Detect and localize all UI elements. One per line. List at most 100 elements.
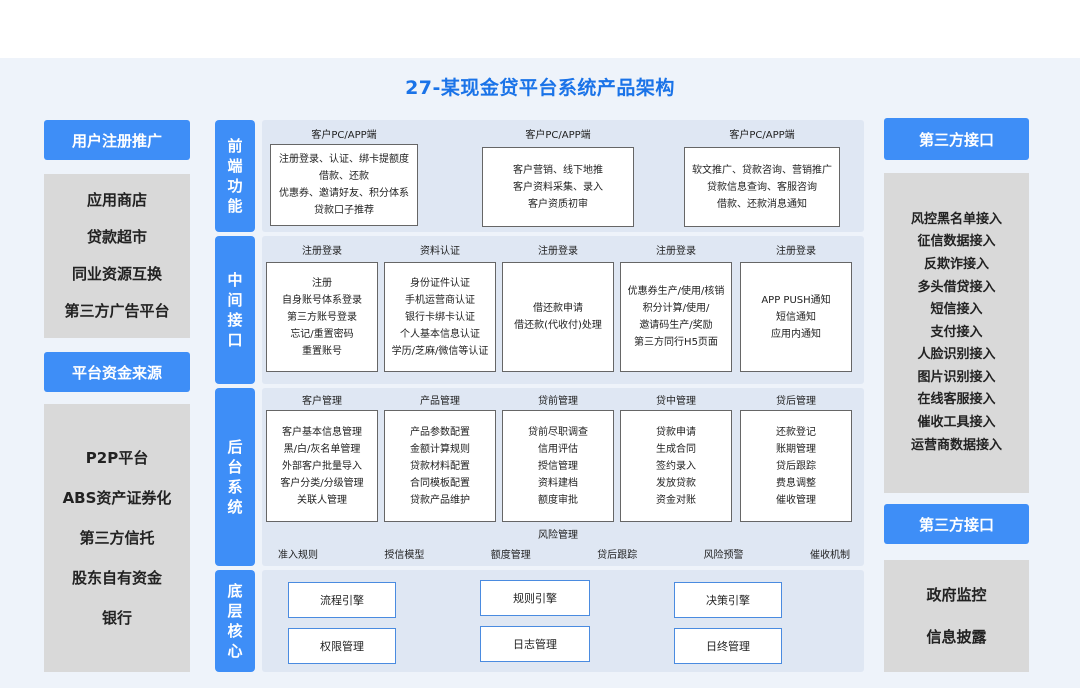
middle-col-box: 注册 自身账号体系登录 第三方账号登录 忘记/重置密码 重置账号 — [266, 262, 378, 372]
box-line: 签约录入 — [656, 460, 696, 472]
box-line: 授信管理 — [538, 460, 578, 472]
list-item: 图片识别接入 — [917, 369, 996, 385]
front-col-title: 客户PC/APP端 — [525, 130, 591, 141]
box-line: 黑/白/灰名单管理 — [283, 443, 361, 455]
box-line: 发放贷款 — [656, 477, 696, 489]
list-item: 政府监控 — [926, 586, 987, 604]
list-item: 运营商数据接入 — [910, 437, 1002, 453]
middle-layer-label: 中 间 接 口 — [215, 236, 255, 384]
backend-col-title: 贷中管理 — [656, 396, 696, 407]
middle-col-title: 注册登录 — [538, 246, 578, 257]
box-line: 贷款材料配置 — [410, 460, 470, 472]
box-line: 生成合同 — [656, 443, 696, 455]
box-line: 借款、还款 — [319, 171, 369, 182]
box-line: 产品参数配置 — [410, 426, 470, 438]
risk-item: 准入规则 — [278, 550, 318, 561]
label-char: 间 — [227, 291, 243, 309]
box-line: 关联人管理 — [297, 494, 347, 506]
backend-col-box: 产品参数配置 金额计算规则 贷款材料配置 合同模板配置 贷款产品维护 — [384, 410, 496, 522]
regulation-list: 政府监控 信息披露 — [884, 560, 1029, 672]
list-item: 支付接入 — [930, 324, 983, 340]
list-item: 征信数据接入 — [917, 234, 996, 250]
risk-item: 催收机制 — [809, 550, 850, 561]
box-line: 账期管理 — [776, 443, 816, 455]
core-layer-label: 底 层 核 心 — [215, 570, 255, 672]
backend-layer-label: 后 台 系 统 — [215, 388, 255, 566]
box-line: 优惠券生产/使用/核销 — [627, 286, 725, 297]
box-line: 第三方账号登录 — [287, 311, 357, 323]
box-line: 金额计算规则 — [410, 443, 470, 455]
backend-col-title: 贷前管理 — [538, 396, 578, 407]
list-item: 同业资源互换 — [71, 265, 162, 283]
risk-item: 额度管理 — [490, 550, 531, 561]
box-line: 优惠券、邀请好友、积分体系 — [279, 188, 409, 199]
box-line: 借还款申请 — [533, 303, 583, 314]
box-line: 客户营销、线下地推 — [513, 164, 603, 176]
middle-col-box: 借还款申请 借还款(代收付)处理 — [502, 262, 614, 372]
box-line: APP PUSH通知 — [761, 294, 831, 306]
middle-col-title: 注册登录 — [776, 246, 816, 257]
list-item: 第三方广告平台 — [64, 302, 170, 320]
box-line: 还款登记 — [776, 426, 816, 438]
box-line: 额度审批 — [538, 494, 578, 506]
label-char: 层 — [227, 602, 243, 620]
middle-col-title: 资料认证 — [420, 246, 460, 257]
log-management-box: 日志管理 — [480, 626, 590, 662]
third-party-interface-list: 风控黑名单接入 征信数据接入 反欺诈接入 多头借贷接入 短信接入 支付接入 人脸… — [884, 173, 1029, 493]
front-col-box: 软文推广、贷款咨询、营销推广 贷款信息查询、客服咨询 借款、还款消息通知 — [684, 147, 840, 227]
decision-engine-box: 决策引擎 — [674, 582, 782, 618]
middle-col-box: 优惠券生产/使用/核销 积分计算/使用/ 邀请码生产/奖励 第三方同行H5页面 — [620, 262, 732, 372]
backend-col-box: 还款登记 账期管理 贷后跟踪 费息调整 催收管理 — [740, 410, 852, 522]
box-line: 应用内通知 — [771, 328, 821, 340]
box-line: 短信通知 — [776, 311, 816, 323]
label-char: 口 — [227, 331, 243, 349]
box-line: 忘记/重置密码 — [290, 328, 354, 340]
box-line: 外部客户批量导入 — [282, 460, 362, 472]
box-line: 费息调整 — [776, 477, 816, 489]
box-line: 贷后跟踪 — [776, 460, 816, 472]
front-col-title: 客户PC/APP端 — [311, 130, 377, 141]
label-char: 底 — [227, 582, 243, 600]
user-promotion-header: 用户注册推广 — [44, 120, 190, 160]
list-item: 银行 — [101, 609, 132, 627]
backend-col-box: 贷款申请 生成合同 签约录入 发放贷款 资金对账 — [620, 410, 732, 522]
box-line: 学历/芝麻/微信等认证 — [391, 345, 489, 357]
list-item: 应用商店 — [86, 191, 147, 209]
backend-col-title: 贷后管理 — [776, 396, 816, 407]
box-line: 银行卡绑卡认证 — [405, 311, 475, 323]
label-char: 中 — [227, 271, 243, 289]
list-item: 反欺诈接入 — [923, 256, 989, 272]
box-line: 自身账号体系登录 — [282, 294, 362, 306]
box-line: 借款、还款消息通知 — [717, 198, 807, 210]
third-party-interface-header-2: 第三方接口 — [884, 504, 1029, 544]
box-line: 贷款口子推荐 — [314, 205, 374, 216]
list-item: P2P平台 — [85, 449, 149, 467]
permission-management-box: 权限管理 — [288, 628, 396, 664]
box-line: 注册 — [312, 277, 332, 289]
funding-source-list: P2P平台 ABS资产证券化 第三方信托 股东自有资金 银行 — [44, 404, 190, 672]
list-item: 风控黑名单接入 — [910, 211, 1002, 227]
box-line: 合同模板配置 — [410, 477, 470, 489]
box-line: 手机运营商认证 — [405, 294, 475, 306]
label-char: 核 — [227, 622, 243, 640]
front-layer-label: 前 端 功 能 — [215, 120, 255, 232]
label-char: 功 — [227, 177, 243, 195]
box-line: 客户基本信息管理 — [282, 426, 362, 438]
label-char: 后 — [227, 438, 243, 456]
box-line: 贷前尽职调查 — [528, 426, 588, 438]
list-item: 在线客服接入 — [917, 392, 996, 408]
box-line: 第三方同行H5页面 — [634, 337, 718, 348]
box-line: 身份证件认证 — [410, 277, 470, 289]
funding-source-header: 平台资金来源 — [44, 352, 190, 392]
label-char: 心 — [227, 642, 243, 660]
box-line: 借还款(代收付)处理 — [514, 320, 602, 331]
box-line: 客户分类/分级管理 — [280, 477, 364, 489]
list-item: 催收工具接入 — [917, 415, 996, 431]
risk-management-title: 风险管理 — [538, 530, 578, 541]
page-title: 27-某现金贷平台系统产品架构 — [405, 77, 675, 99]
front-col-box: 客户营销、线下地推 客户资料采集、录入 客户资质初审 — [482, 147, 634, 227]
label-char: 台 — [227, 458, 243, 476]
label-char: 前 — [227, 137, 243, 155]
list-item: 股东自有资金 — [71, 569, 162, 587]
list-item: 短信接入 — [930, 302, 983, 318]
